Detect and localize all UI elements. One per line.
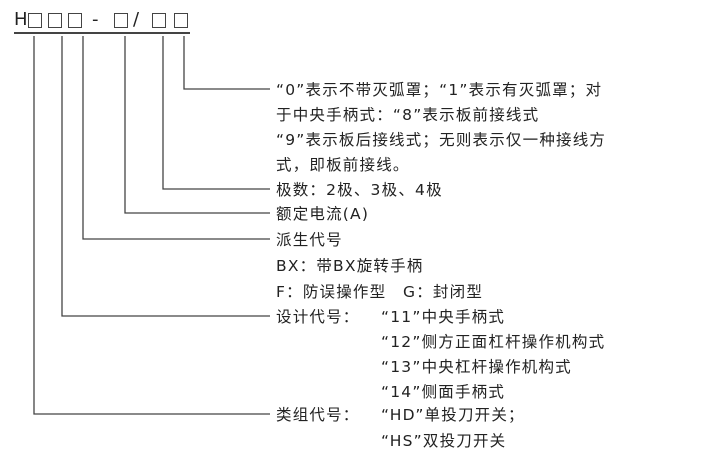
type-group-code-label: 类组代号： — [276, 406, 360, 424]
code-box-current — [114, 13, 128, 28]
leader-line-poles — [162, 36, 270, 190]
code-dash: - — [92, 9, 99, 30]
leader-line-current — [124, 36, 270, 214]
arc-description-line-1: “0”表示不带灭弧罩；“1”表示有灭弧罩；对 — [276, 81, 603, 99]
design-code-label: 设计代号： — [276, 308, 360, 326]
design-code-11: “11”中央手柄式 — [381, 308, 506, 326]
leader-line-type — [33, 36, 270, 415]
poles-label: 极数：2极、3极、4极 — [276, 181, 443, 199]
leader-line-arc — [183, 36, 270, 90]
arc-description-line-2: 于中央手柄式：“8”表示板前接线式 — [276, 106, 540, 124]
derived-code-f-g: F：防误操作型 G：封闭型 — [276, 283, 484, 301]
code-box-derived — [68, 13, 82, 28]
leader-line-derived — [82, 36, 270, 240]
code-box-design — [48, 13, 62, 28]
leader-line-group — [33, 36, 270, 415]
code-box-type-group — [28, 13, 42, 28]
code-slash: / — [133, 9, 140, 30]
design-code-14: “14”侧面手柄式 — [381, 383, 506, 401]
arc-description-line-4: 式，即板前接线。 — [276, 156, 410, 174]
leader-line-design — [61, 36, 270, 317]
arc-description-line-3: “9”表示板后接线式；无则表示仅一种接线方 — [276, 131, 607, 149]
design-code-12: “12”侧方正面杠杆操作机构式 — [381, 333, 606, 351]
type-group-hs: “HS”双投刀开关 — [381, 432, 507, 450]
derived-code-bx: BX：带BX旋转手柄 — [276, 257, 424, 275]
code-box-poles — [152, 13, 166, 28]
code-underline — [14, 32, 190, 34]
design-code-13: “13”中央杠杆操作机构式 — [381, 358, 572, 376]
rated-current-label: 额定电流(A) — [276, 205, 370, 223]
code-prefix: H — [14, 9, 28, 30]
code-box-arc — [174, 13, 188, 28]
derived-code-label: 派生代号 — [276, 231, 343, 249]
type-group-hd: “HD”单投刀开关； — [381, 406, 525, 424]
